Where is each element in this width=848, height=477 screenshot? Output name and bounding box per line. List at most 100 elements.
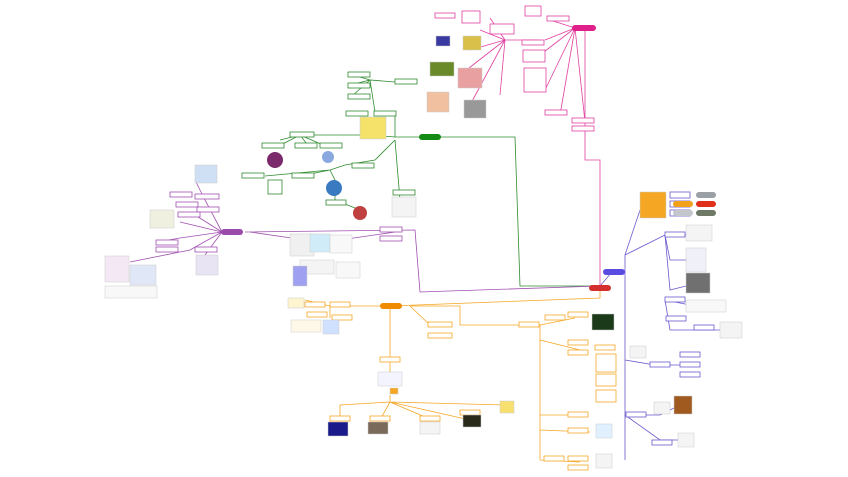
legend-chip[interactable]	[673, 210, 693, 216]
node[interactable]	[427, 321, 453, 328]
node[interactable]	[289, 131, 315, 138]
node[interactable]	[567, 339, 589, 346]
image-thumbnail	[591, 313, 615, 331]
node[interactable]	[543, 455, 565, 462]
node[interactable]	[546, 15, 570, 22]
node[interactable]	[427, 332, 453, 339]
node[interactable]	[664, 231, 686, 238]
node[interactable]	[649, 361, 671, 368]
node[interactable]	[351, 162, 375, 169]
hub-orange[interactable]	[380, 303, 402, 309]
node[interactable]	[518, 321, 540, 328]
legend-chip[interactable]	[696, 210, 716, 216]
node[interactable]	[241, 172, 265, 179]
central-node[interactable]	[589, 285, 611, 291]
node[interactable]	[567, 411, 589, 418]
node[interactable]	[461, 10, 481, 24]
node[interactable]	[594, 344, 616, 351]
node[interactable]	[521, 39, 545, 46]
node[interactable]	[261, 142, 285, 149]
node[interactable]	[669, 191, 691, 199]
legend-chip[interactable]	[673, 201, 693, 207]
image-thumbnail	[129, 264, 157, 286]
node[interactable]	[369, 415, 391, 422]
node[interactable]	[392, 189, 416, 196]
node[interactable]	[679, 371, 701, 378]
image-thumbnail	[595, 453, 613, 469]
node[interactable]	[651, 439, 673, 446]
node[interactable]	[434, 12, 456, 19]
node[interactable]	[267, 179, 283, 195]
node[interactable]	[196, 206, 220, 213]
node[interactable]	[567, 427, 589, 434]
image-thumbnail	[429, 61, 455, 77]
node[interactable]	[665, 315, 687, 322]
node[interactable]	[595, 353, 617, 373]
branch-orange	[287, 297, 617, 471]
node[interactable]	[595, 373, 617, 387]
image-thumbnail	[367, 421, 389, 435]
node[interactable]	[329, 301, 351, 308]
image-thumbnail	[685, 247, 707, 273]
node[interactable]	[523, 67, 547, 93]
node[interactable]	[347, 93, 371, 100]
node[interactable]	[345, 110, 369, 117]
node[interactable]	[489, 23, 515, 35]
node[interactable]	[291, 172, 315, 179]
hub-purple[interactable]	[221, 229, 243, 235]
node[interactable]	[175, 201, 199, 208]
image-thumbnail	[309, 233, 331, 253]
node[interactable]	[571, 125, 595, 132]
node[interactable]	[325, 199, 347, 206]
legend-chip[interactable]	[696, 192, 716, 198]
node[interactable]	[329, 415, 351, 422]
node[interactable]	[304, 301, 326, 308]
node[interactable]	[544, 109, 568, 116]
image-thumbnail	[389, 387, 399, 395]
node[interactable]	[664, 296, 686, 303]
node[interactable]	[331, 314, 353, 321]
node[interactable]	[194, 193, 220, 200]
node[interactable]	[306, 311, 328, 318]
node[interactable]	[522, 49, 546, 63]
node[interactable]	[571, 117, 595, 124]
node[interactable]	[347, 71, 371, 78]
node[interactable]	[544, 314, 566, 321]
image-thumbnail	[335, 261, 361, 279]
hub-pink[interactable]	[572, 25, 596, 31]
node[interactable]	[625, 411, 647, 418]
node[interactable]	[379, 235, 403, 242]
node[interactable]	[379, 356, 401, 363]
node[interactable]	[155, 239, 179, 246]
hub-violet[interactable]	[603, 269, 625, 275]
image-thumbnail	[104, 255, 130, 283]
node[interactable]	[379, 226, 403, 233]
node[interactable]	[373, 110, 397, 117]
node[interactable]	[347, 82, 371, 89]
node[interactable]	[524, 5, 542, 17]
branch-green	[241, 71, 441, 220]
node[interactable]	[194, 246, 218, 253]
node[interactable]	[177, 211, 201, 218]
node[interactable]	[294, 142, 318, 149]
image-thumbnail	[499, 400, 515, 414]
node[interactable]	[679, 351, 701, 358]
node[interactable]	[567, 464, 589, 471]
hub-green[interactable]	[419, 134, 441, 140]
node[interactable]	[567, 349, 589, 356]
node[interactable]	[169, 191, 193, 198]
node[interactable]	[394, 78, 418, 85]
node[interactable]	[567, 455, 589, 462]
image-thumbnail	[685, 224, 713, 242]
node[interactable]	[567, 311, 589, 318]
node[interactable]	[155, 246, 179, 253]
legend-chip[interactable]	[696, 201, 716, 207]
node[interactable]	[419, 415, 441, 422]
node[interactable]	[679, 361, 701, 368]
node[interactable]	[595, 389, 617, 403]
node[interactable]	[319, 142, 343, 149]
image-thumbnail	[639, 191, 667, 219]
node[interactable]	[459, 409, 481, 416]
node[interactable]	[693, 324, 715, 331]
image-thumbnail	[194, 164, 218, 184]
